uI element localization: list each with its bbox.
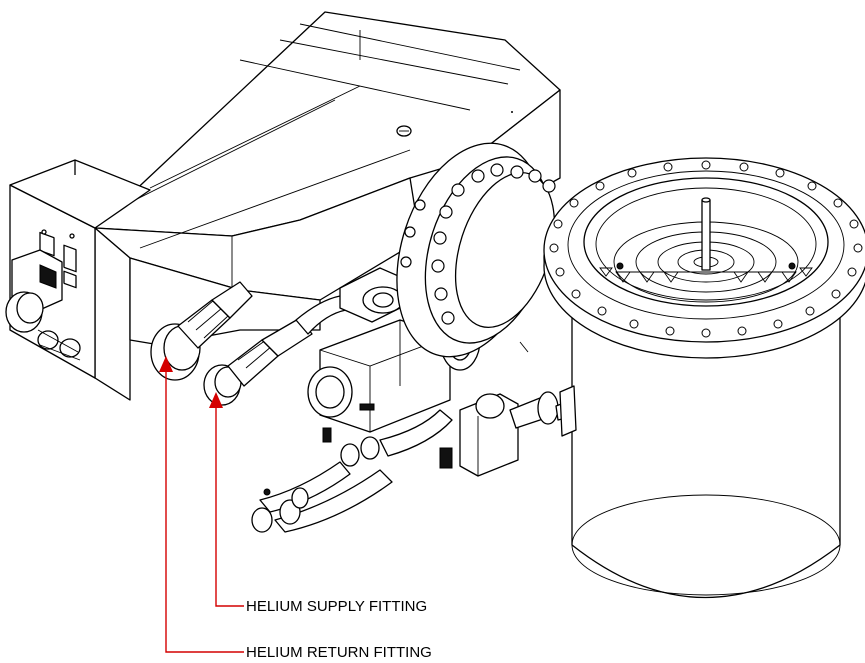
connecting-flange xyxy=(396,142,556,358)
supply-leader-line xyxy=(209,392,244,607)
gas-lines xyxy=(251,341,529,533)
return-arrowhead xyxy=(159,356,173,372)
supply-leader-path xyxy=(215,396,244,607)
helium-supply-fitting-label: HELIUM SUPPLY FITTING xyxy=(246,598,428,615)
return-leader-line xyxy=(159,356,244,653)
cryopump-vessel xyxy=(543,157,865,599)
return-leader-path xyxy=(165,360,244,653)
electronics-module xyxy=(5,159,151,379)
helium-return-fitting-label: HELIUM RETURN FITTING xyxy=(246,644,432,661)
supply-arrowhead xyxy=(209,392,223,408)
drive-housing xyxy=(94,11,561,401)
helium-supply-fitting xyxy=(203,317,313,406)
